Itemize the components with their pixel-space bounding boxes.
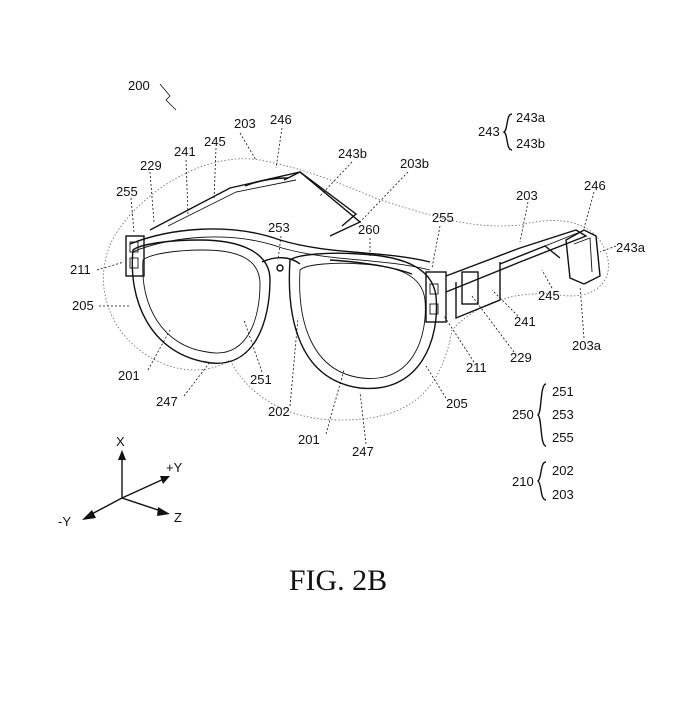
label-203a: 203a (572, 338, 602, 353)
label-245-left: 245 (204, 134, 226, 149)
label-203-left: 203 (234, 116, 256, 131)
label-229-right: 229 (510, 350, 532, 365)
axis-label-minus-y: -Y (58, 514, 71, 529)
label-211-right: 211 (466, 360, 487, 375)
axis-label-plus-y: +Y (166, 460, 183, 475)
label-246-left: 246 (270, 112, 292, 127)
legend-250-child-1: 251 (552, 384, 574, 399)
legend-243-child-2: 243b (516, 136, 545, 151)
label-200: 200 (128, 78, 150, 93)
label-241-right: 241 (514, 314, 536, 329)
label-203b: 203b (400, 156, 429, 171)
label-211-left: 211 (70, 262, 91, 277)
leader-lines (96, 83, 617, 445)
legend-250-child-2: 253 (552, 407, 574, 422)
legend-243-parent: 243 (478, 124, 500, 139)
label-205-right: 205 (446, 396, 468, 411)
label-201-left: 201 (118, 368, 140, 383)
legend-group-210: 210 202 203 (512, 461, 574, 502)
legend-210-child-2: 203 (552, 487, 574, 502)
label-251: 251 (250, 372, 272, 387)
label-201-bottom: 201 (298, 432, 320, 447)
axis-label-z: Z (174, 510, 182, 525)
label-245-right: 245 (538, 288, 560, 303)
axis-label-x: X (116, 434, 125, 449)
label-243a-right: 243a (616, 240, 646, 255)
part-labels: 200 203 246 243b 203b 241 245 229 255 25… (70, 78, 646, 459)
legend-210-child-1: 202 (552, 463, 574, 478)
smart-glasses-drawing (103, 158, 609, 421)
label-255-left: 255 (116, 184, 138, 199)
label-229-left: 229 (140, 158, 162, 173)
coordinate-axes: X +Y -Y Z (58, 434, 183, 529)
figure-caption: FIG. 2B (289, 564, 387, 597)
legend-250-parent: 250 (512, 407, 534, 422)
legend-group-243: 243 243a 243b (478, 110, 546, 151)
legend-250-child-3: 255 (552, 430, 574, 445)
label-247-left: 247 (156, 394, 178, 409)
legend-group-250: 250 251 253 255 (512, 383, 574, 447)
label-246-right: 246 (584, 178, 606, 193)
legend-243-child-1: 243a (516, 110, 546, 125)
label-255-right: 255 (432, 210, 454, 225)
label-247-bottom: 247 (352, 444, 374, 459)
label-203-right: 203 (516, 188, 538, 203)
label-205-left: 205 (72, 298, 94, 313)
label-241-left: 241 (174, 144, 196, 159)
label-260: 260 (358, 222, 380, 237)
label-202: 202 (268, 404, 290, 419)
label-253: 253 (268, 220, 290, 235)
label-243b-top: 243b (338, 146, 367, 161)
legend-210-parent: 210 (512, 474, 534, 489)
